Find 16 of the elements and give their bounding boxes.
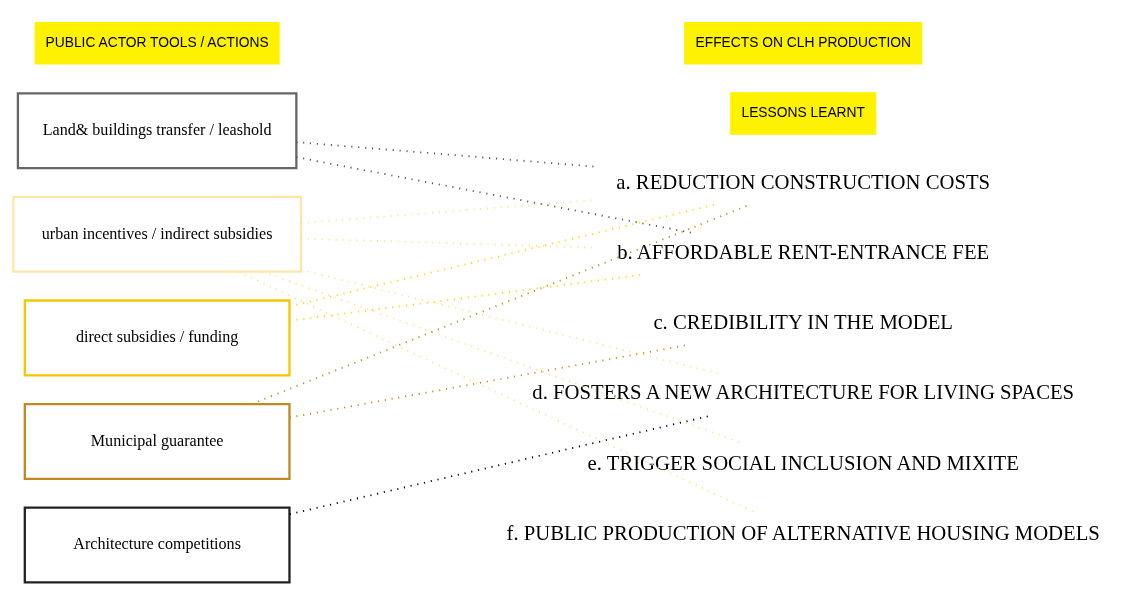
node-box: Land& buildings transfer / leashold [16, 92, 298, 170]
node-box: LESSONS LEARNT [730, 92, 877, 135]
node-box: urban incentives / indirect subsidies [12, 195, 303, 273]
node-box: PUBLIC ACTOR TOOLS / ACTIONS [34, 22, 280, 65]
node-text: c. CREDIBILITY IN THE MODEL [653, 311, 954, 334]
node-box: EFFECTS ON CLH PRODUCTION [684, 22, 923, 65]
node-box: Municipal guarantee [23, 402, 291, 480]
node-text: b. AFFORDABLE RENT-ENTRANCE FEE [617, 240, 990, 263]
connector [300, 268, 720, 375]
connector [288, 203, 717, 308]
node-box: Architecture competitions [23, 506, 291, 584]
node-text: f. PUBLIC PRODUCTION OF ALTERNATIVE HOUSING MODELS [506, 521, 1100, 544]
node-box: direct subsidies / funding [23, 299, 291, 377]
node-text: e. TRIGGER SOCIAL INCLUSION AND MIXITE [587, 451, 1019, 474]
node-text: a. REDUCTION CONSTRUCTION COSTS [616, 170, 991, 193]
node-text: d. FOSTERS A NEW ARCHITECTURE FOR LIVING SPACES [532, 381, 1075, 404]
